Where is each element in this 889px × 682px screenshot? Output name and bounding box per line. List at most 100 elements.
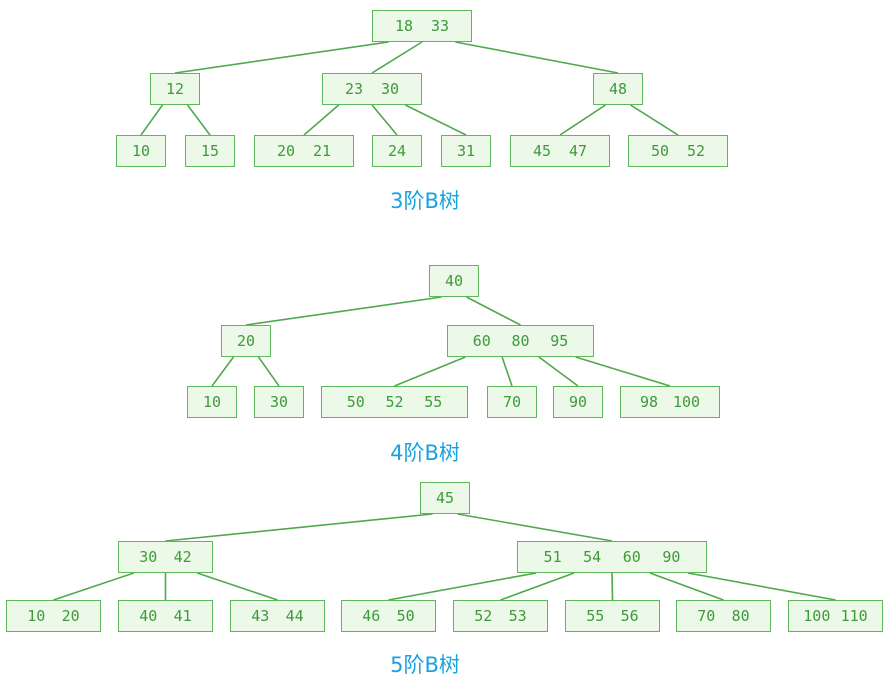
node-key: 24	[387, 142, 407, 160]
node-key: 18	[394, 17, 414, 35]
node-key: 44	[285, 607, 304, 625]
node-key: 55	[424, 393, 443, 411]
tree5-edge-b-b1	[388, 572, 537, 601]
tree3-node-b: 23 30	[322, 73, 422, 105]
node-key: 21	[312, 142, 332, 160]
node-key: 20	[61, 607, 80, 625]
tree4-node-b2: 70	[487, 386, 537, 418]
tree4-node-b4: 98 100	[620, 386, 720, 418]
node-key: 40	[139, 607, 158, 625]
node-key: 53	[508, 607, 527, 625]
tree3-node-a1: 10	[116, 135, 166, 167]
node-key: 60	[472, 332, 491, 350]
tree4-edge-b-b3	[538, 356, 579, 387]
tree5-edge-b-b5	[687, 572, 836, 601]
tree5-node-b3: 55 56	[565, 600, 660, 632]
tree5-node-b1: 46 50	[341, 600, 436, 632]
node-key: 100	[672, 393, 701, 411]
tree3-edge-c-c1	[559, 104, 606, 136]
tree3-edge-b-b3	[404, 104, 467, 136]
tree3-node-c1: 45 47	[510, 135, 610, 167]
node-key: 41	[173, 607, 192, 625]
tree4-node-b: 60 80 95	[447, 325, 594, 357]
node-key: 31	[456, 142, 476, 160]
tree5-edge-a-a3	[196, 572, 278, 601]
tree5-node-b5: 100 110	[788, 600, 883, 632]
tree3-edge-a-a1	[140, 104, 164, 136]
node-key: 54	[583, 548, 602, 566]
tree4-edge-r-a	[245, 296, 442, 326]
tree3-node-c: 48	[593, 73, 643, 105]
node-key: 15	[200, 142, 220, 160]
node-key: 46	[362, 607, 381, 625]
tree4-edge-a-a1	[211, 356, 235, 387]
node-key: 42	[173, 548, 192, 566]
node-key: 52	[474, 607, 493, 625]
node-key: 10	[27, 607, 46, 625]
node-key: 52	[385, 393, 404, 411]
tree3-edge-b-b1	[303, 104, 340, 136]
tree3-edge-r-c	[455, 41, 619, 74]
node-key: 95	[550, 332, 569, 350]
tree4-node-a1: 10	[187, 386, 237, 418]
tree5-node-a1: 10 20	[6, 600, 101, 632]
node-key: 47	[568, 142, 588, 160]
node-key: 45	[435, 489, 455, 507]
tree4-node-b1: 50 52 55	[321, 386, 468, 418]
node-key: 50	[396, 607, 415, 625]
tree5-edge-r-b	[457, 513, 613, 542]
tree3-edge-r-b	[371, 41, 423, 74]
tree5-node-r: 45	[420, 482, 470, 514]
caption-order-5: 5阶B树	[390, 653, 460, 677]
node-key: 23	[344, 80, 364, 98]
node-key: 70	[502, 393, 522, 411]
node-key: 10	[202, 393, 222, 411]
node-key: 98	[639, 393, 658, 411]
node-key: 48	[608, 80, 628, 98]
caption-order-4: 4阶B树	[390, 441, 460, 465]
node-key: 10	[131, 142, 151, 160]
node-key: 56	[620, 607, 639, 625]
node-key: 51	[543, 548, 562, 566]
node-key: 52	[686, 142, 706, 160]
tree4-node-a2: 30	[254, 386, 304, 418]
node-key: 80	[731, 607, 750, 625]
node-key: 20	[236, 332, 256, 350]
node-key: 90	[568, 393, 588, 411]
tree3-edge-b-b2	[371, 104, 398, 136]
tree4-edge-r-b	[466, 296, 521, 326]
node-key: 100	[803, 607, 831, 625]
node-key: 110	[840, 607, 868, 625]
node-key: 33	[430, 17, 450, 35]
node-key: 12	[165, 80, 185, 98]
tree4-edge-b-b1	[394, 356, 466, 387]
node-key: 30	[139, 548, 158, 566]
node-key: 50	[650, 142, 670, 160]
tree5-edge-b-b2	[500, 572, 575, 601]
caption-order-3: 3阶B树	[390, 189, 460, 213]
tree4-edge-a-a2	[257, 356, 280, 387]
tree3-node-b3: 31	[441, 135, 491, 167]
node-key: 40	[444, 272, 464, 290]
node-key: 50	[346, 393, 365, 411]
tree4-node-b3: 90	[553, 386, 603, 418]
tree3-edge-c-c2	[630, 104, 679, 136]
tree3-node-a: 12	[150, 73, 200, 105]
tree5-edge-r-a	[165, 513, 433, 542]
node-key: 90	[662, 548, 681, 566]
node-key: 45	[532, 142, 552, 160]
tree5-edge-b-b4	[649, 572, 724, 601]
tree5-edge-a-a1	[53, 572, 135, 601]
tree4-edge-b-b4	[575, 356, 671, 387]
node-key: 80	[511, 332, 530, 350]
node-key: 55	[586, 607, 605, 625]
node-key: 30	[380, 80, 400, 98]
tree5-node-b2: 52 53	[453, 600, 548, 632]
tree3-node-a2: 15	[185, 135, 235, 167]
